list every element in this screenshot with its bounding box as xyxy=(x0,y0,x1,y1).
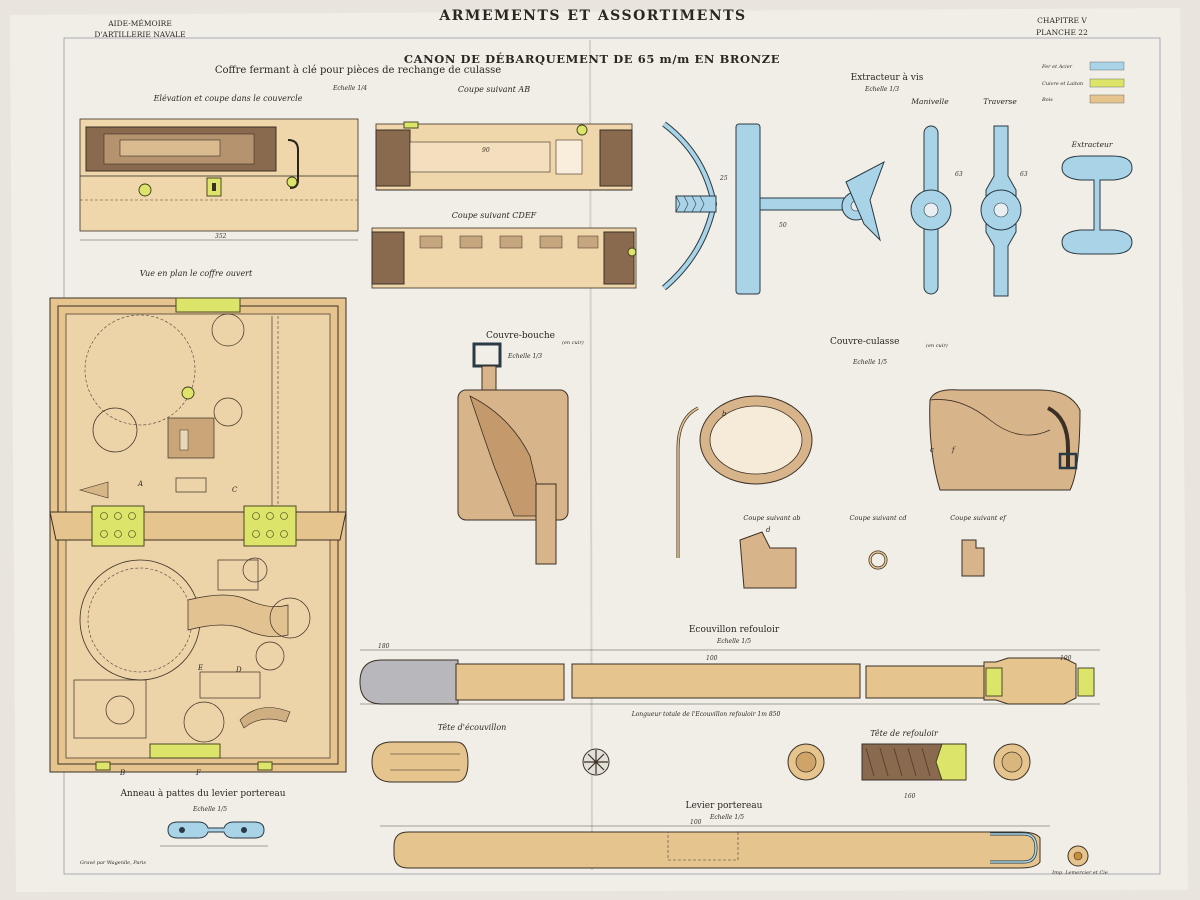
footer-engraver: Gravé par Wagenlle, Paris xyxy=(80,859,146,866)
anneau-drawing xyxy=(160,821,268,847)
couvre-culasse-letter-b: b xyxy=(722,410,727,418)
dim-ecouvillon-brush: 180 xyxy=(378,643,390,650)
coupe-ab-label: Coupe suivant AB xyxy=(458,85,530,94)
couvre-culasse-title: Couvre-culasse xyxy=(830,337,900,347)
coffre-letter-c: C xyxy=(232,486,238,494)
legend-swatch-fer-acier xyxy=(1089,61,1125,71)
dim-levier: 100 xyxy=(690,819,702,826)
couvre-culasse-scale: Echelle 1/5 xyxy=(852,359,887,366)
couvre-culasse-sections xyxy=(739,531,985,589)
extracteur-title: Extracteur à vis xyxy=(851,72,924,83)
dim-elevation-length: 352 xyxy=(215,233,227,240)
coffre-plan-view: A B C D E F xyxy=(49,297,347,777)
ecouvillon-rod: 180 100 190 xyxy=(359,643,1100,705)
color-legend: Fer et Acier Cuivre et Laiton Bois xyxy=(1041,61,1125,104)
anneau-title: Anneau à pattes du levier portereau xyxy=(119,788,285,799)
legend-label-fer-acier: Fer et Acier xyxy=(1041,64,1073,70)
dim-ecouvillon-end: 190 xyxy=(1060,655,1072,662)
legend-label-cuivre-laiton: Cuivre et Laiton xyxy=(1042,81,1083,87)
couvre-culasse-letter-d: d xyxy=(766,526,771,534)
dim-extracteur-1: 50 xyxy=(779,222,787,229)
plate-title: ARMEMENTS ET ASSORTIMENTS xyxy=(438,8,746,24)
ecouvillon-title: Ecouvillon refouloir xyxy=(689,625,780,635)
legend-swatch-bois xyxy=(1089,94,1125,104)
couvre-culasse-drawing: b c f d xyxy=(676,389,1081,558)
coffre-letter-b: B xyxy=(119,769,125,777)
tete-ecouvillon-drawing xyxy=(371,741,610,783)
footer-printer: Imp. Lemercier et Cie xyxy=(1051,870,1108,876)
couvre-culasse-letter-f: f xyxy=(951,446,956,454)
legend-label-bois: Bois xyxy=(1041,97,1053,103)
dim-coupe-ab: 90 xyxy=(482,147,490,154)
couvre-culasse-note: (en cuir) xyxy=(926,342,948,349)
extracteur-scale: Echelle 1/3 xyxy=(864,86,899,93)
dim-extracteur-2: 25 xyxy=(719,175,728,182)
dim-traverse: 63 xyxy=(1020,171,1028,178)
ecouvillon-total-length: Longueur totale de l'Ecouvillon refouloi… xyxy=(631,711,781,718)
coupe-ef-leather-label: Coupe suivant ef xyxy=(950,514,1007,522)
coupe-ab-section: 90 xyxy=(375,121,633,191)
coffre-scale: Echelle 1/4 xyxy=(332,85,367,92)
couvre-culasse-letter-c: c xyxy=(930,446,934,454)
tete-refouloir-label: Tête de refouloir xyxy=(870,729,939,738)
extracteur-assembly: 50 25 63 63 xyxy=(662,121,1133,297)
coupe-cdef-label: Coupe suivant CDEF xyxy=(452,211,537,220)
coffre-letter-e: E xyxy=(197,664,203,672)
coffre-elevation-label: Elévation et coupe dans le couvercle xyxy=(153,94,303,103)
manivelle-label: Manivelle xyxy=(910,97,949,106)
coffre-letter-a: A xyxy=(137,480,143,488)
header-left-line1: AIDE-MÉMOIRE xyxy=(107,19,172,28)
couvre-bouche-drawing xyxy=(457,342,569,565)
coffre-title: Coffre fermant à clé pour pièces de rech… xyxy=(215,65,501,76)
dim-refouloir: 160 xyxy=(904,793,916,800)
tete-ecouvillon-label: Tête d'écouvillon xyxy=(438,723,507,732)
coffre-plan-label: Vue en plan le coffre ouvert xyxy=(140,269,253,278)
levier-drawing: 100 xyxy=(380,819,1089,869)
plate-subtitle: CANON DE DÉBARQUEMENT DE 65 m/m EN BRONZ… xyxy=(404,52,780,66)
traverse-label: Traverse xyxy=(983,97,1017,106)
dim-manivelle: 63 xyxy=(955,171,963,178)
anneau-scale: Echelle 1/5 xyxy=(192,806,227,813)
coffre-letter-d: D xyxy=(235,666,242,674)
header-right-line1: CHAPITRE V xyxy=(1037,16,1087,25)
header-right-line2: PLANCHE 22 xyxy=(1036,28,1088,37)
ecouvillon-scale: Echelle 1/5 xyxy=(716,638,751,645)
couvre-bouche-scale: Echelle 1/3 xyxy=(507,353,542,360)
legend-swatch-cuivre-laiton xyxy=(1089,78,1125,88)
levier-scale: Echelle 1/5 xyxy=(709,814,744,821)
levier-title: Levier portereau xyxy=(686,801,763,811)
coffre-letter-f: F xyxy=(195,769,202,777)
header-left-line2: D'ARTILLERIE NAVALE xyxy=(94,30,185,39)
dim-ecouvillon-mid: 100 xyxy=(706,655,718,662)
coupe-cd-leather-label: Coupe suivant cd xyxy=(850,514,907,522)
coupe-cdef-section xyxy=(371,227,637,289)
extracteur-label: Extracteur xyxy=(1071,140,1113,149)
couvre-bouche-note: (en cuir) xyxy=(562,339,584,346)
tete-refouloir-drawing: 160 xyxy=(787,743,1031,800)
coupe-ab-leather-label: Coupe suivant ab xyxy=(743,514,800,522)
couvre-bouche-title: Couvre-bouche xyxy=(486,331,555,341)
coffre-elevation-view: 352 xyxy=(79,118,359,241)
